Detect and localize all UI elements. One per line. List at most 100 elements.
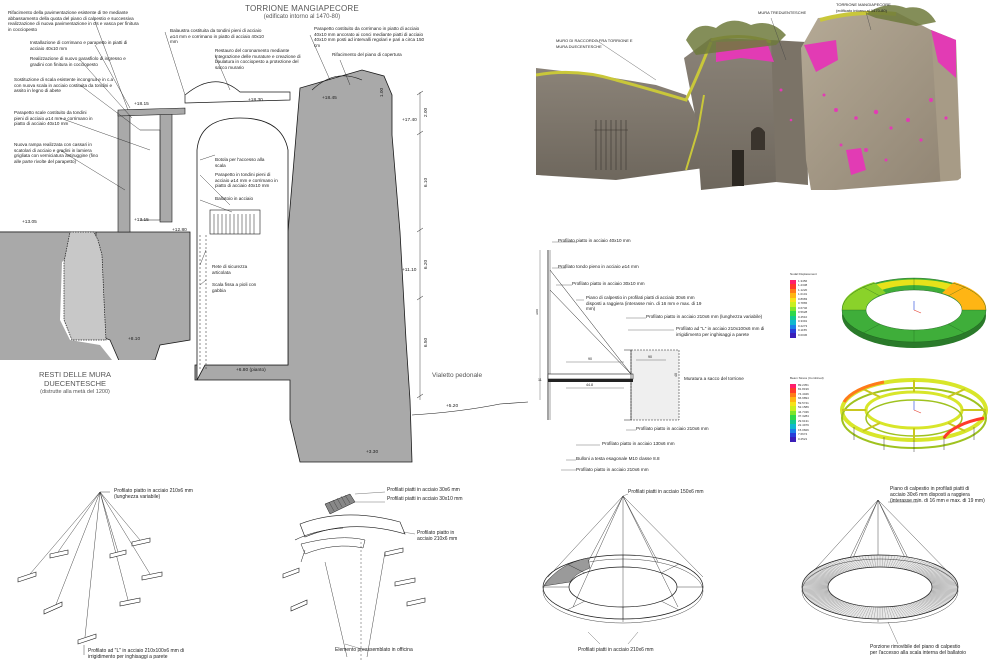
deck-bar xyxy=(918,565,938,574)
legend-swatch xyxy=(790,315,796,321)
deck-bar xyxy=(870,606,875,619)
deck-bar xyxy=(824,601,844,610)
legend-value: 52.1589 xyxy=(798,405,809,410)
deck-bar xyxy=(930,590,957,594)
deck-bar xyxy=(809,595,833,601)
legend-swatch xyxy=(790,297,796,303)
deck-bar xyxy=(888,606,893,619)
step-2-drawing xyxy=(282,491,426,662)
deck-bar xyxy=(919,599,940,608)
dim-100: 1.00 xyxy=(380,87,386,98)
deck-bar xyxy=(881,606,884,619)
detail-flat-210a: Profilato piatto in acciaio 210x6 mm xyxy=(636,426,709,431)
deck-bar xyxy=(894,606,902,618)
note-balcony: Ballatoio in acciaio xyxy=(215,196,254,201)
legend-swatch xyxy=(790,428,796,433)
step-4-panel: Piano di calpestio in profilati piatti d… xyxy=(768,482,1000,667)
deck-bar xyxy=(804,592,830,596)
photo-label-connecting-wall: MURO DI RACCORDO FRA TORRIONE E MURA DUE… xyxy=(556,38,633,49)
legend-swatch xyxy=(790,288,796,294)
deck-bar xyxy=(826,563,845,573)
deck-bar xyxy=(834,603,850,613)
deck-bar xyxy=(802,581,829,584)
step2-label-210x6: Profilato piatto in acciaio 210x6 mm xyxy=(417,530,458,542)
detail-flat-210b: Profilato piatto in acciaio 210x6 mm xyxy=(576,467,649,472)
deck-bar xyxy=(807,594,832,600)
deck-bar xyxy=(928,594,953,600)
deck-bar xyxy=(892,606,899,619)
deck-bar xyxy=(885,606,890,619)
deck-bar xyxy=(897,556,908,569)
deck-bar xyxy=(841,604,855,616)
note-ramp: Nuova rampa realizzata con cassari in sc… xyxy=(14,142,99,164)
legend-top-scale xyxy=(790,280,796,338)
note-parapet-rods: Parapetto in tondini pieni di acciaio ⌀1… xyxy=(215,172,278,189)
deck-bar xyxy=(925,596,949,603)
detail-l-profile: Profilato ad "L" in acciaio 210x100x6 mm… xyxy=(676,326,765,337)
deck-bar xyxy=(930,591,956,595)
deck-bar xyxy=(805,593,831,598)
legend-swatch xyxy=(790,302,796,307)
legend-swatch xyxy=(790,437,796,442)
deck-bar xyxy=(912,561,929,572)
deck-bar xyxy=(910,561,926,571)
deck-bar xyxy=(867,555,872,568)
detail-dim-11: 11 xyxy=(538,378,542,382)
legend-top-title: Nodal Displacement xyxy=(790,272,817,276)
detail-panel: Profilato piatto in acciaio 40x10 mm Pro… xyxy=(536,230,768,478)
deck-bar xyxy=(858,556,866,568)
elev-680: +6.80 (pianto) xyxy=(236,368,266,373)
dim-610: 6.10 xyxy=(424,177,430,188)
deck-bar xyxy=(864,555,870,568)
deck-bar xyxy=(930,580,957,584)
step-4-drawing xyxy=(801,499,959,645)
deck-bar xyxy=(855,605,865,618)
step4-label-removable: Porzione rimovibile del piano di calpest… xyxy=(870,644,967,656)
ground-left-lower xyxy=(0,232,190,380)
deck-bar xyxy=(818,567,840,575)
deck-bar xyxy=(925,571,949,578)
deck-bar xyxy=(894,556,902,568)
deck-bar xyxy=(929,576,955,581)
legend-swatch xyxy=(790,311,796,316)
deck-bar xyxy=(816,598,838,606)
legend-value: 1.3456 xyxy=(798,279,808,283)
deck-bar xyxy=(802,589,829,591)
tower-subtitle: (edificato intorno al 1470-80) xyxy=(263,14,341,20)
deck-bar xyxy=(916,601,936,610)
step2-label-preassembled: Elemento preassemblato in officina xyxy=(335,647,413,653)
legend-swatch xyxy=(790,388,796,393)
deck-bar xyxy=(928,574,953,580)
deck-bar xyxy=(815,569,837,577)
deck-bar xyxy=(876,555,879,568)
deck-bar xyxy=(807,574,832,580)
deck-bar xyxy=(852,556,863,569)
step4-label-deck: Piano di calpestio in profilati piatti d… xyxy=(890,486,985,504)
step-1-panel: Profilato piatto in acciaio 210x6 mm (lu… xyxy=(0,482,255,667)
legend-swatch xyxy=(790,280,796,285)
deck-bar xyxy=(844,604,857,616)
detail-dim-100: 100 xyxy=(536,309,539,315)
elev-520: +5.20 xyxy=(446,404,459,409)
deck-bar xyxy=(919,566,940,575)
deck-bar xyxy=(899,557,910,569)
photo-panel: MURO DI RACCORDO FRA TORRIONE E MURA DUE… xyxy=(536,0,1000,215)
note-ladder: Scala fissa a pioli con gabbia xyxy=(212,282,257,293)
deck-bar xyxy=(802,590,829,593)
deck-bar xyxy=(907,559,921,571)
legend-swatch xyxy=(790,324,796,329)
note-stair-parapet: Parapetto scale costituito da tondini pi… xyxy=(14,110,93,127)
detail-bolts: Bulloni a testa esagonale M10 classe 8.8 xyxy=(576,456,660,461)
deck-bar xyxy=(836,603,852,614)
ruined-wall xyxy=(63,231,107,341)
legend-swatch xyxy=(790,333,796,338)
deck-bar xyxy=(905,604,919,616)
deck-bar xyxy=(920,567,942,575)
deck-bar xyxy=(861,555,868,568)
step1-label-l: Profilato ad "L" in acciaio 210x100x6 mm… xyxy=(88,648,185,660)
step1-label-flat: Profilato piatto in acciaio 210x6 mm (lu… xyxy=(114,488,193,500)
deck-bar xyxy=(903,558,916,570)
note-parapet-top: Parapetto costituito da corrimano in pia… xyxy=(314,26,425,48)
detail-round-14: Profilato tondo pieno in acciaio ⌀14 mm xyxy=(558,264,639,269)
